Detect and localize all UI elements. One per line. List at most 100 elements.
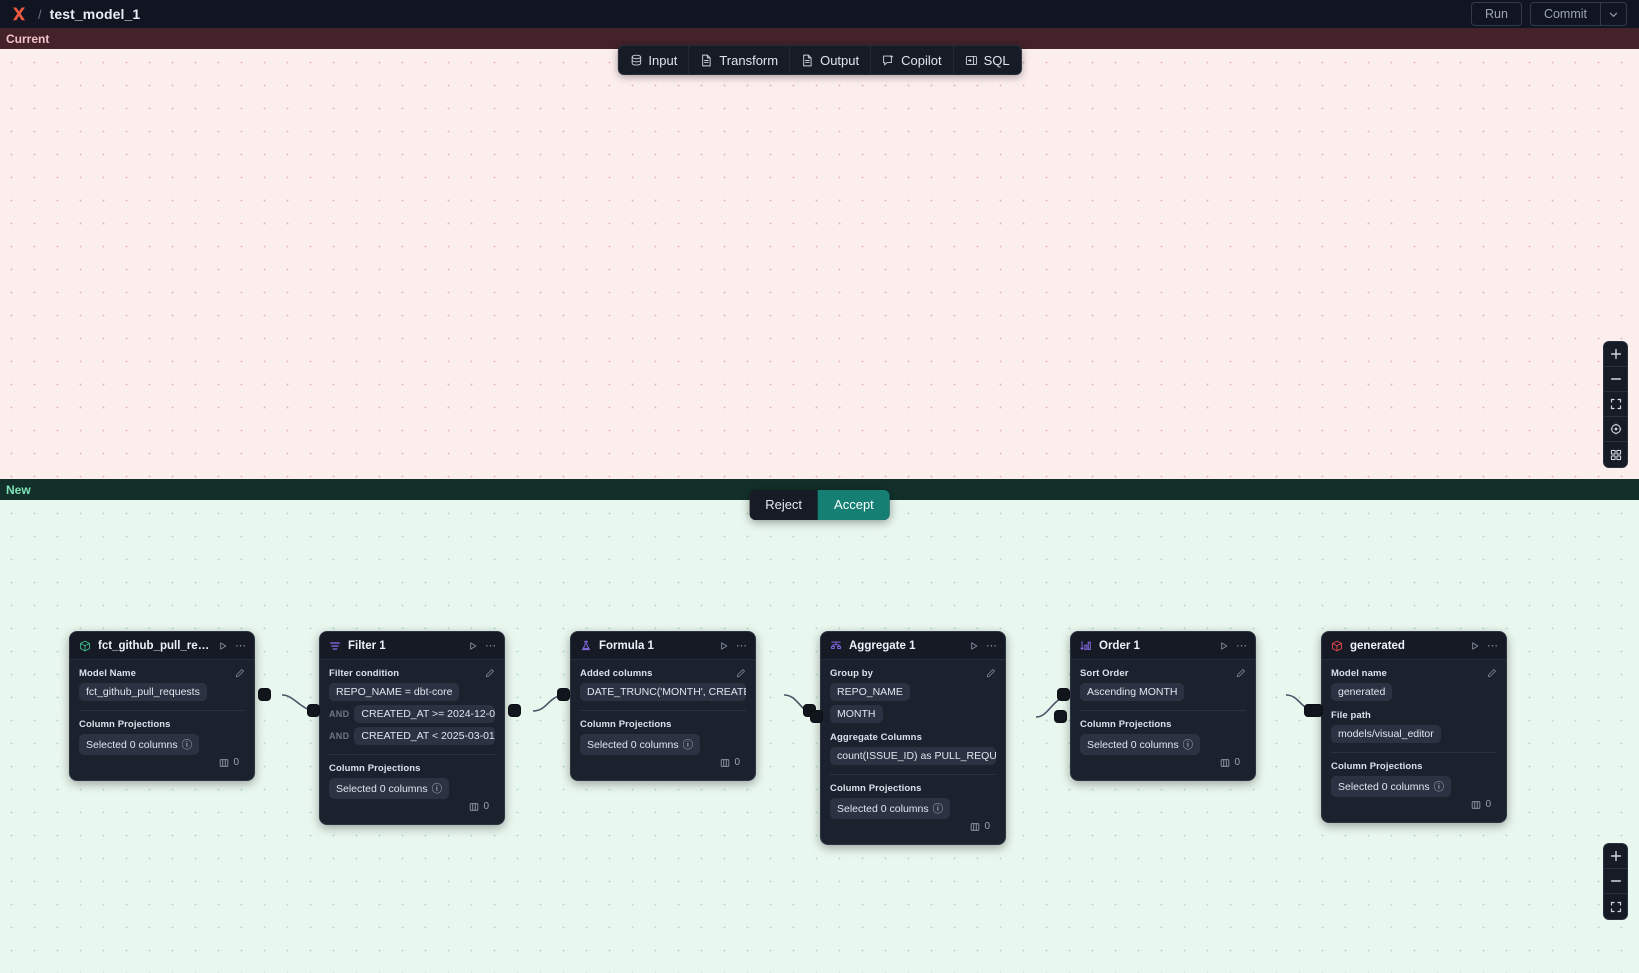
node-body: Group by REPO_NAME MONTH Aggregate Colum… xyxy=(821,660,1005,844)
filter-icon xyxy=(329,640,341,652)
node-menu-icon[interactable]: ⋯ xyxy=(986,640,997,652)
node-menu-icon[interactable]: ⋯ xyxy=(235,640,246,652)
node-input-port[interactable] xyxy=(307,704,320,717)
info-icon[interactable]: ⓘ xyxy=(1182,739,1194,751)
canvas-current[interactable] xyxy=(0,28,1639,479)
node-menu-icon[interactable]: ⋯ xyxy=(485,640,496,652)
node-header[interactable]: Formula 1 ⋯ xyxy=(571,632,755,660)
group-by-chip[interactable]: REPO_NAME xyxy=(830,683,910,701)
accept-button[interactable]: Accept xyxy=(818,490,890,520)
section-title: Added columns xyxy=(580,668,653,679)
run-node-icon[interactable] xyxy=(969,641,979,651)
toolbar-item-copilot[interactable]: Copilot xyxy=(871,46,954,74)
node-input-port[interactable] xyxy=(810,710,823,723)
node-header[interactable]: Filter 1 ⋯ xyxy=(320,632,504,660)
node-input-port[interactable] xyxy=(1310,704,1323,717)
node-header[interactable]: fct_github_pull_requests ⋯ xyxy=(70,632,254,660)
node-menu-icon[interactable]: ⋯ xyxy=(1236,640,1247,652)
node-card[interactable]: Order 1 ⋯ Sort Order Ascending MONTH Col… xyxy=(1070,631,1256,781)
filter-condition-chip[interactable]: REPO_NAME = dbt-core xyxy=(329,683,460,701)
toolbar-item-sql[interactable]: SQL xyxy=(954,46,1021,74)
toolbar-item-input[interactable]: Input xyxy=(618,46,690,74)
run-button[interactable]: Run xyxy=(1471,2,1522,26)
toolbar-item-output[interactable]: Output xyxy=(790,46,872,74)
aggregate-column-chip[interactable]: count(ISSUE_ID) as PULL_REQUEST_COUNT xyxy=(830,747,996,765)
node-card[interactable]: generated ⋯ Model name generated File pa… xyxy=(1321,631,1507,823)
edit-pencil-icon[interactable] xyxy=(235,668,245,678)
sort-order-chip[interactable]: Ascending MONTH xyxy=(1080,683,1185,701)
node-menu-icon[interactable]: ⋯ xyxy=(1487,640,1498,652)
node-input-port[interactable] xyxy=(1057,688,1070,701)
node-output-port[interactable] xyxy=(508,704,521,717)
section-title: Column Projections xyxy=(830,783,922,794)
node-card[interactable]: Filter 1 ⋯ Filter condition REPO_NAME = … xyxy=(319,631,505,825)
commit-button[interactable]: Commit xyxy=(1529,2,1600,26)
edit-pencil-icon[interactable] xyxy=(736,668,746,678)
section-title: Sort Order xyxy=(1080,668,1129,679)
section-divider xyxy=(1080,710,1246,711)
node-header[interactable]: generated ⋯ xyxy=(1322,632,1506,660)
group-by-chip[interactable]: MONTH xyxy=(830,705,883,723)
info-icon[interactable]: ⓘ xyxy=(1433,781,1445,793)
chevron-down-icon[interactable] xyxy=(1600,2,1627,26)
info-icon[interactable]: ⓘ xyxy=(682,739,694,751)
model-name-chip[interactable]: generated xyxy=(1331,683,1393,701)
info-icon[interactable]: ⓘ xyxy=(932,803,944,815)
node-card[interactable]: Formula 1 ⋯ Added columns DATE_TRUNC('MO… xyxy=(570,631,756,781)
section-title: File path xyxy=(1331,710,1371,721)
flask-icon xyxy=(580,640,592,652)
edit-pencil-icon[interactable] xyxy=(485,668,495,678)
edit-pencil-icon[interactable] xyxy=(986,668,996,678)
edit-pencil-icon[interactable] xyxy=(1236,668,1246,678)
run-node-icon[interactable] xyxy=(218,641,228,651)
filter-condition-chip[interactable]: CREATED_AT < 2025-03-01 xyxy=(354,727,495,745)
node-header[interactable]: Aggregate 1 ⋯ xyxy=(821,632,1005,660)
info-icon[interactable]: ⓘ xyxy=(181,739,193,751)
edit-pencil-icon[interactable] xyxy=(1487,668,1497,678)
filter-condition-chip[interactable]: CREATED_AT >= 2024-12-01 xyxy=(354,705,495,723)
node-toolbar: Input Transform Output Copilot SQL xyxy=(617,45,1022,75)
node-output-port[interactable] xyxy=(1054,710,1067,723)
zoom-in-button[interactable] xyxy=(1604,342,1627,367)
reject-button[interactable]: Reject xyxy=(749,490,819,520)
run-node-icon[interactable] xyxy=(468,641,478,651)
value-chip[interactable]: fct_github_pull_requests xyxy=(79,683,207,701)
run-node-icon[interactable] xyxy=(719,641,729,651)
focus-icon[interactable] xyxy=(1604,417,1627,442)
run-node-icon[interactable] xyxy=(1219,641,1229,651)
toolbar-item-transform[interactable]: Transform xyxy=(689,46,791,74)
node-menu-icon[interactable]: ⋯ xyxy=(736,640,747,652)
file-path-chip[interactable]: models/visual_editor xyxy=(1331,725,1441,743)
node-section: Model Name fct_github_pull_requests xyxy=(79,668,245,701)
node-body: Sort Order Ascending MONTH Column Projec… xyxy=(1071,660,1255,780)
fit-screen-icon[interactable] xyxy=(1604,894,1627,919)
node-input-port[interactable] xyxy=(557,688,570,701)
node-card[interactable]: Aggregate 1 ⋯ Group by REPO_NAME MONTH A… xyxy=(820,631,1006,845)
zoom-out-button[interactable] xyxy=(1604,367,1627,392)
grid-icon[interactable] xyxy=(1604,442,1627,467)
added-column-chip[interactable]: DATE_TRUNC('MONTH', CREATED_AT) as MONTH xyxy=(580,683,746,701)
app-logo-icon[interactable] xyxy=(8,4,30,24)
node-card[interactable]: fct_github_pull_requests ⋯ Model Name fc… xyxy=(69,631,255,781)
fit-screen-icon[interactable] xyxy=(1604,392,1627,417)
info-icon[interactable]: ⓘ xyxy=(431,783,443,795)
zoom-in-button[interactable] xyxy=(1604,844,1627,869)
node-title: Order 1 xyxy=(1099,639,1140,652)
zoom-out-button[interactable] xyxy=(1604,869,1627,894)
title-bar: / test_model_1 Run Commit xyxy=(0,0,1639,28)
node-header[interactable]: Order 1 ⋯ xyxy=(1071,632,1255,660)
run-node-icon[interactable] xyxy=(1470,641,1480,651)
node-section: Sort Order Ascending MONTH xyxy=(1080,668,1246,701)
node-section: Model name generated xyxy=(1331,668,1497,701)
node-output-port[interactable] xyxy=(258,688,271,701)
